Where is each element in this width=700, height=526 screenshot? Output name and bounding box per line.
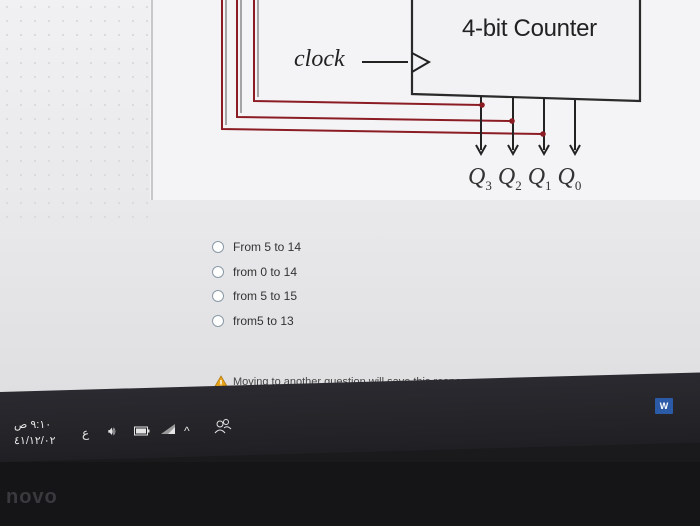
option-label[interactable]: from5 to 13 — [233, 313, 294, 328]
junction-dot — [540, 131, 546, 137]
output-labels: Q3 Q2 Q1 Q0 — [468, 164, 581, 194]
answer-option[interactable]: from5 to 13 — [212, 309, 301, 334]
clock-date[interactable]: ٤١/١٢/٠٢ — [14, 435, 56, 447]
page-margin — [0, 0, 150, 230]
q1-label: Q1 — [527, 164, 552, 193]
radio-button[interactable] — [212, 265, 224, 278]
counter-label: 4-bit Counter — [462, 15, 597, 42]
option-label[interactable]: from 5 to 15 — [233, 289, 298, 304]
clock-input-triangle — [411, 52, 432, 73]
answer-option[interactable]: From 5 to 14 — [212, 235, 301, 260]
feedback-wire-1 — [253, 0, 483, 106]
clock-label: clock — [294, 46, 345, 72]
feedback-wire-2 — [236, 0, 513, 122]
chevron-up-icon[interactable]: ^ — [184, 424, 190, 438]
q0-output-arrow — [569, 100, 581, 157]
q2-label: Q2 — [497, 164, 522, 193]
radio-button[interactable] — [212, 241, 224, 254]
q2-output-arrow — [507, 97, 519, 157]
counter-box — [410, 0, 642, 103]
junction-dot — [479, 102, 485, 108]
volume-icon[interactable]: 🔊︎ — [108, 424, 116, 438]
answer-option[interactable]: from 0 to 14 — [212, 260, 301, 285]
radio-button[interactable] — [212, 314, 224, 327]
battery-icon[interactable] — [134, 425, 150, 439]
q3-label: Q3 — [468, 164, 492, 193]
people-icon[interactable] — [214, 418, 232, 437]
q0-label: Q0 — [557, 164, 582, 193]
clock-time[interactable]: ٩:١٠ ص — [14, 419, 52, 431]
taskbar-tray: W ٩:١٠ ص ٤١/١٢/٠٢ ع 🔊︎ ^ — [0, 398, 700, 450]
input-language-indicator[interactable]: ع — [82, 426, 90, 440]
answer-options: From 5 to 14 from 0 to 14 from 5 to 15 f… — [212, 235, 301, 333]
feedback-wire-3 — [221, 0, 544, 135]
option-label[interactable]: from 0 to 14 — [233, 264, 298, 279]
brand-logo: novo — [6, 486, 58, 508]
option-label[interactable]: From 5 to 14 — [233, 240, 302, 255]
word-app-icon[interactable]: W — [655, 398, 673, 414]
counter-circuit — [151, 0, 642, 200]
screen: 4-bit Counter clock Q3 Q2 Q1 Q0 From 5 t… — [0, 0, 700, 412]
laptop-bezel — [0, 462, 700, 526]
radio-button[interactable] — [212, 290, 224, 303]
wifi-icon[interactable] — [160, 423, 176, 438]
junction-dot — [509, 118, 515, 124]
answer-option[interactable]: from 5 to 15 — [212, 284, 301, 309]
q1-output-arrow — [538, 98, 550, 157]
